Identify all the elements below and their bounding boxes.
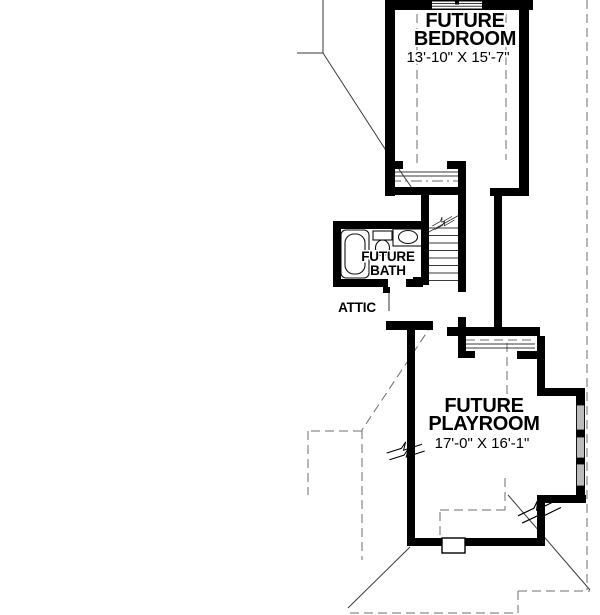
- bedroom-step-wall: [490, 188, 529, 196]
- bedroom-dimensions: 13'-10" X 15'-7": [406, 49, 509, 66]
- bedroom-window-opening: [432, 1, 482, 9]
- staircase: [426, 212, 464, 281]
- bath-door-jamb: [383, 287, 390, 293]
- playroom-east-lower-wall: [537, 495, 545, 546]
- sink-basin-icon: [397, 229, 419, 245]
- bay-window-pane-3: [576, 463, 585, 487]
- attic-label: ATTIC: [338, 300, 376, 315]
- bay-north-wall: [537, 388, 585, 396]
- playroom-north-wall-left: [386, 321, 433, 330]
- labels: FUTURE BEDROOM 13'-10" X 15'-7" FUTURE B…: [337, 8, 542, 454]
- railing-lines: [395, 171, 535, 349]
- bedroom-east-wall: [519, 0, 529, 196]
- playroom-label-line2: PLAYROOM: [428, 413, 539, 435]
- bay-window-pane-1: [576, 404, 585, 431]
- stair-east-wall: [458, 161, 466, 292]
- playroom-dimensions: 17'-0" X 16'-1": [435, 435, 530, 452]
- bay-window-pane-2: [576, 436, 585, 459]
- bedroom-west-wall: [385, 0, 395, 196]
- windows: [432, 0, 585, 487]
- bath-north-wall: [333, 221, 421, 229]
- playroom-south-wall-left: [407, 538, 442, 546]
- bath-label-line1: FUTURE: [361, 249, 415, 264]
- toilet-tank-icon: [372, 230, 393, 241]
- bath-south-wall-left: [333, 279, 388, 287]
- corridor-east-wall: [494, 188, 502, 336]
- bath-south-wall-right: [406, 279, 423, 287]
- bathtub-inner-icon: [344, 233, 366, 275]
- knee-wall-stub-left: [458, 351, 475, 358]
- bedroom-window-mullion: [455, 0, 459, 5]
- bedroom-label-line2: BEDROOM: [414, 28, 516, 50]
- walls: [333, 0, 586, 546]
- bedroom-south-stub-left: [388, 161, 403, 169]
- dashed-roof-lines: [307, 0, 590, 614]
- bedroom-south-stub-right: [447, 161, 466, 169]
- knee-wall-stub-right: [517, 351, 538, 359]
- playroom-south-wall-right: [465, 538, 545, 546]
- playroom-label-line1: FUTURE: [444, 395, 523, 417]
- playroom-north-wall-right: [447, 327, 540, 336]
- playroom-post: [458, 317, 466, 356]
- bath-label-line2: BATH: [370, 263, 406, 278]
- toilet-bowl-icon: [374, 239, 391, 257]
- playroom-west-wall: [407, 330, 415, 546]
- playroom-east-upper-wall: [537, 336, 545, 391]
- bath-west-wall: [333, 221, 341, 287]
- stair-west-wall: [421, 190, 429, 285]
- bedroom-label-line1: FUTURE: [425, 10, 504, 32]
- chimney: [441, 537, 466, 554]
- bay-south-wall: [537, 495, 586, 503]
- stair-break-line: [426, 212, 464, 234]
- wall-break-symbol: [385, 439, 426, 461]
